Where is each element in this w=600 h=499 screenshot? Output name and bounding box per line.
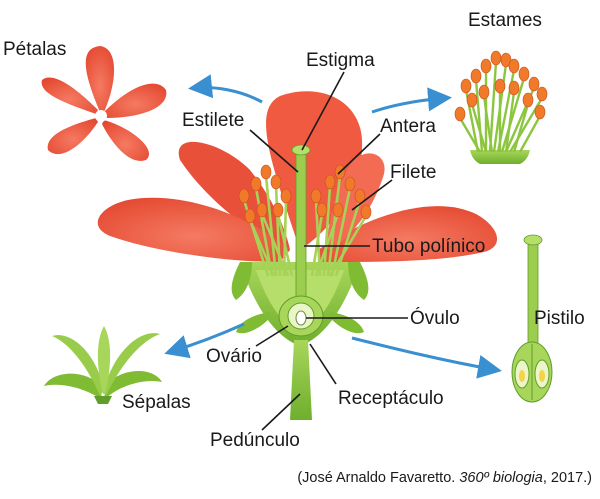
caption-year: , 2017.): [542, 470, 592, 486]
label-pedunculo: Pedúnculo: [210, 430, 300, 451]
detached-petals: [41, 46, 167, 161]
label-estames: Estames: [468, 10, 542, 31]
label-antera: Antera: [380, 116, 436, 137]
caption-book-title: 360º biologia: [459, 470, 543, 486]
arrow-to-pistil: [351, 336, 502, 379]
leader-lines: [249, 71, 408, 431]
label-pistilo: Pistilo: [534, 308, 585, 329]
detached-sepals: [44, 326, 162, 404]
label-ovulo: Óvulo: [410, 307, 460, 329]
label-estigma: Estigma: [306, 50, 375, 71]
label-petalas: Pétalas: [3, 39, 66, 60]
arrow-to-petals: [188, 74, 263, 104]
label-ovario: Ovário: [206, 346, 262, 367]
caption-author: (José Arnaldo Favaretto.: [297, 470, 460, 486]
label-tubo-polinico: Tubo polínico: [372, 236, 485, 257]
label-receptaculo: Receptáculo: [338, 388, 444, 409]
label-filete: Filete: [390, 162, 436, 183]
arrows: [164, 74, 502, 379]
arrow-to-sepals: [164, 322, 245, 359]
label-estilete: Estilete: [182, 110, 244, 131]
main-flower: [97, 91, 498, 420]
source-caption: (José Arnaldo Favaretto. 360º biologia, …: [232, 470, 592, 486]
label-sepalas: Sépalas: [122, 392, 191, 413]
detached-pistil: [511, 234, 553, 403]
detached-stamens: [454, 50, 548, 164]
arrow-to-stamens: [371, 87, 452, 114]
